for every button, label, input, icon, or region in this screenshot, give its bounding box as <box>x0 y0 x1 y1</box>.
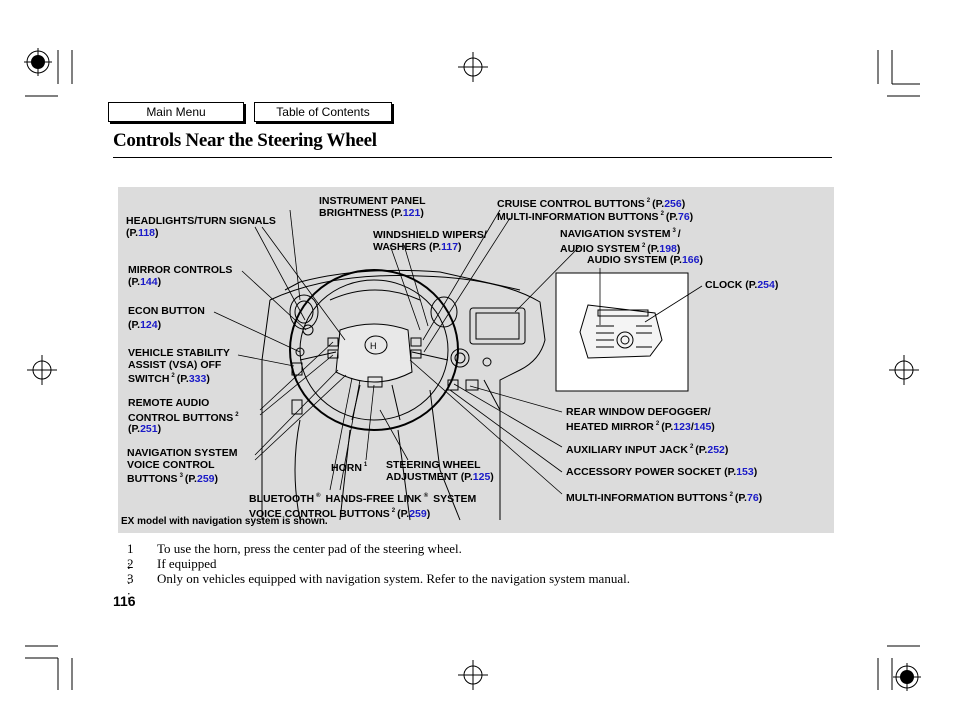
label-headlights: HEADLIGHTS/TURN SIGNALS (P.118) <box>126 215 276 239</box>
page-title: Controls Near the Steering Wheel <box>113 130 377 151</box>
page-link[interactable]: 145 <box>693 420 712 433</box>
caption: EX model with navigation system is shown… <box>121 516 328 527</box>
label-bluetooth: BLUETOOTH® HANDS-FREE LINK® SYSTEM VOICE… <box>249 493 477 520</box>
label-wipers: WINDSHIELD WIPERS/ WASHERS (P.117) <box>373 229 487 253</box>
title-rule <box>113 157 832 158</box>
svg-text:H: H <box>370 341 377 351</box>
page-link[interactable]: 76 <box>746 492 759 504</box>
page-link[interactable]: 124 <box>140 318 158 331</box>
page-link[interactable]: 118 <box>138 226 156 239</box>
page-link[interactable]: 121 <box>402 206 421 219</box>
page-link[interactable]: 254 <box>757 279 775 291</box>
page-link[interactable]: 251 <box>140 423 158 435</box>
page-link[interactable]: 259 <box>196 473 215 485</box>
page-link[interactable]: 256 <box>664 198 682 210</box>
page-number: 116 <box>113 593 136 609</box>
page-link[interactable]: 153 <box>736 466 754 478</box>
main-menu-button[interactable]: Main Menu <box>108 102 244 122</box>
label-mirror-controls: MIRROR CONTROLS (P.144) <box>128 264 233 288</box>
page-link[interactable]: 125 <box>472 470 491 483</box>
page-link[interactable]: 117 <box>441 240 459 253</box>
page-link[interactable]: 166 <box>681 254 700 266</box>
label-instrument-brightness: INSTRUMENT PANEL BRIGHTNESS (P.121) <box>319 195 426 219</box>
page-link[interactable]: 259 <box>409 507 427 520</box>
page-link[interactable]: 123 <box>673 420 691 433</box>
label-steering-adjust: STEERING WHEEL ADJUSTMENT (P.125) <box>386 459 494 483</box>
label-accessory-socket: ACCESSORY POWER SOCKET (P.153) <box>566 466 758 478</box>
label-econ-button: ECON BUTTON (P.124) <box>128 305 205 331</box>
table-of-contents-button[interactable]: Table of Contents <box>254 102 392 122</box>
label-clock: CLOCK (P.254) <box>705 279 779 291</box>
page-link[interactable]: 252 <box>707 444 725 456</box>
page-link[interactable]: 76 <box>677 211 690 223</box>
page-link[interactable]: 144 <box>140 275 158 288</box>
page-link[interactable]: 198 <box>659 242 677 255</box>
page-link[interactable]: 333 <box>188 373 207 385</box>
label-vsa-switch: VEHICLE STABILITY ASSIST (VSA) OFF SWITC… <box>128 347 230 385</box>
diagram-panel <box>118 187 834 533</box>
label-audio-system: AUDIO SYSTEM (P.166) <box>587 254 703 266</box>
